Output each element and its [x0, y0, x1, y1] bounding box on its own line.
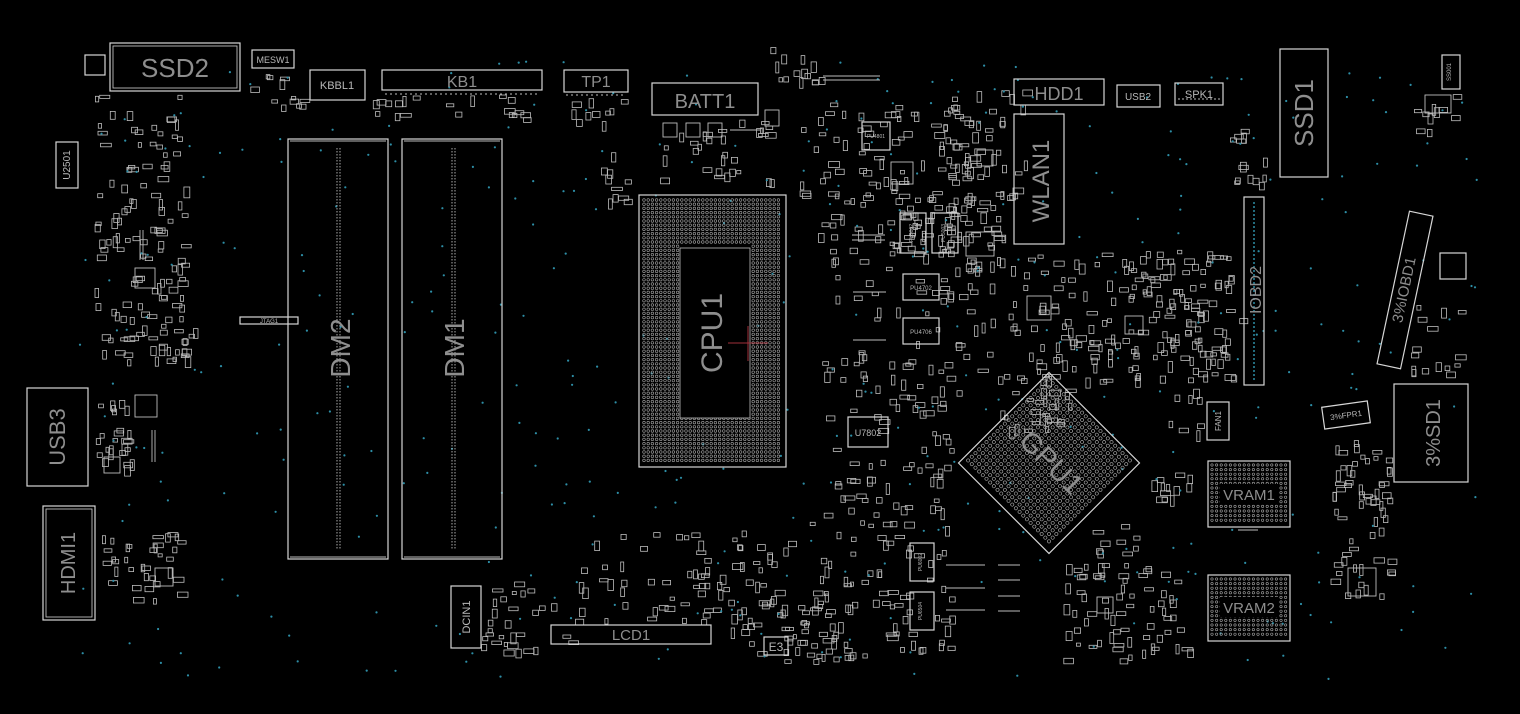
u2501-label: U2501	[62, 150, 73, 180]
pu4706-chip[interactable]: PU4706	[902, 317, 940, 345]
e3-pad[interactable]: E3	[763, 636, 789, 656]
sd1-label: 3%SD1	[1423, 399, 1445, 467]
vram2-label: VRAM2	[1223, 600, 1275, 617]
jtag1-label: JTAG1	[260, 319, 279, 325]
sd1-card-slot[interactable]: 3%SD1	[1393, 383, 1469, 483]
lcd1-connector[interactable]: LCD1	[550, 624, 712, 645]
pu6504-label: PU6504	[918, 602, 924, 620]
dm1-dimm-slot[interactable]: DM1	[401, 138, 503, 560]
pu4702-chip[interactable]: PU4702	[902, 273, 940, 301]
usb2-label: USB2	[1125, 92, 1152, 103]
pu6504-chip[interactable]: PU6504	[909, 591, 935, 631]
lcd1-label: LCD1	[612, 627, 650, 644]
spk1-label: SPK1	[1185, 89, 1213, 101]
u7802-label: U7802	[855, 428, 882, 438]
pu4801-chip[interactable]: PU4801	[861, 121, 891, 151]
iobd2-label: IOBD2	[1248, 266, 1265, 314]
batt1-label: BATT1	[675, 91, 736, 113]
kbbl1-label: KBBL1	[320, 80, 354, 92]
wlan1-label: WLAN1	[1028, 140, 1055, 223]
tp1-connector[interactable]: TP1	[563, 69, 629, 96]
hdmi1-connector[interactable]: HDMI1	[42, 505, 96, 621]
pu5002-label: PU5002	[909, 224, 915, 242]
dm2-label: DM2	[325, 318, 356, 377]
fpr1-label: 3%FPR1	[1330, 409, 1363, 422]
fpr1-connector[interactable]: 3%FPR1	[1321, 400, 1371, 430]
pu6002-label: PU6002	[918, 553, 924, 571]
ss001-label: SS001	[1447, 62, 1453, 81]
wlan1-slot[interactable]: WLAN1	[1013, 113, 1065, 245]
cpu1-ball-grid	[642, 198, 781, 463]
dcin1-connector[interactable]: DCIN1	[450, 585, 482, 649]
decorative-traces	[103, 75, 1452, 614]
spk1-connector[interactable]: SPK1	[1174, 82, 1224, 106]
gpu1-bga[interactable]	[957, 371, 1141, 555]
jtag1-header[interactable]: JTAG1	[239, 316, 299, 325]
tp1-label: TP1	[581, 74, 610, 91]
ssd1-label: SSD1	[1289, 79, 1319, 147]
dcin1-label: DCIN1	[461, 600, 473, 633]
ssd2-mount-pad	[84, 54, 106, 76]
pu4706-label: PU4706	[910, 330, 932, 336]
usb3-connector[interactable]: USB3	[26, 387, 89, 487]
pu5003-chip[interactable]: PU5003	[931, 212, 959, 254]
mesw1-label: MESW1	[256, 55, 289, 65]
usb3-label: USB3	[45, 408, 70, 465]
u2501-chip[interactable]: U2501	[55, 141, 79, 189]
batt1-connector[interactable]: BATT1	[651, 82, 759, 116]
mesw1-switch[interactable]: MESW1	[251, 49, 295, 69]
small-components	[94, 47, 1467, 665]
hdd1-label: HDD1	[1034, 84, 1083, 104]
vram2-chip[interactable]: VRAM2	[1207, 574, 1291, 642]
iobd2-connector[interactable]: IOBD2	[1243, 196, 1265, 386]
hdmi1-label: HDMI1	[58, 532, 80, 594]
pu5003-label: PU5003	[941, 224, 947, 242]
u7802-chip[interactable]: U7802	[847, 416, 889, 448]
e3-label: E3	[769, 640, 784, 654]
pu6002-chip[interactable]: PU6002	[909, 542, 935, 582]
pu4801-label: PU4801	[867, 134, 885, 140]
cpu1-die-area	[679, 247, 751, 419]
fan1-label: FAN1	[1214, 410, 1223, 431]
pu5002-chip[interactable]: PU5002	[899, 212, 927, 254]
pu4702-label: PU4702	[910, 286, 932, 292]
usb2-connector[interactable]: USB2	[1116, 84, 1161, 108]
dm2-dimm-slot[interactable]: DM2	[287, 138, 389, 560]
gpu1-ball-grid	[966, 377, 1132, 544]
fan1-connector[interactable]: FAN1	[1206, 401, 1230, 441]
ss001-part	[1441, 54, 1461, 90]
ssd2-connector[interactable]: SSD2	[109, 42, 241, 92]
cpu1-label: CPU1	[696, 293, 729, 373]
kbbl1-connector[interactable]: KBBL1	[309, 69, 366, 101]
vram1-chip[interactable]: VRAM1	[1207, 460, 1291, 528]
ssd2-label: SSD2	[141, 53, 209, 83]
ssd1-connector[interactable]: SSD1	[1279, 48, 1329, 178]
kb1-label: KB1	[447, 74, 477, 91]
iobd1-side-chip	[1439, 252, 1467, 280]
cpu1-bga[interactable]: CPU1	[638, 194, 787, 468]
kb1-connector[interactable]: KB1	[381, 69, 543, 95]
hdd1-connector[interactable]: HDD1	[1013, 78, 1105, 106]
dm1-label: DM1	[439, 318, 470, 377]
vram1-label: VRAM1	[1223, 487, 1275, 504]
